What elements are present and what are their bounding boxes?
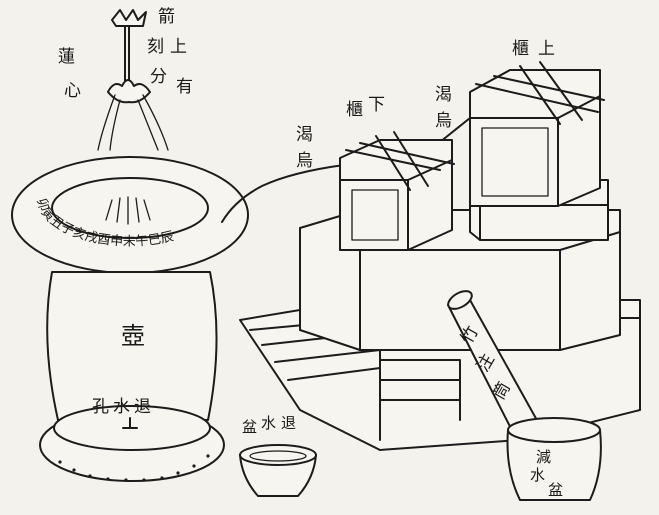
svg-text:退: 退: [134, 397, 151, 417]
svg-text:渴: 渴: [296, 125, 313, 145]
svg-text:上: 上: [538, 39, 555, 59]
svg-text:水: 水: [113, 397, 130, 417]
reduce-water-pot: [506, 417, 602, 501]
pot-label: 壺: [121, 322, 145, 350]
lower-cabinet: [339, 131, 455, 251]
svg-text:分: 分: [150, 67, 167, 87]
svg-text:水: 水: [261, 414, 276, 432]
svg-text:刻: 刻: [147, 37, 164, 57]
reduce-pot-label: 減 水 盆: [530, 448, 563, 499]
lower-siphon-label: 渴 烏: [296, 125, 313, 171]
svg-text:心: 心: [64, 81, 81, 101]
outflow-basin-label: 盆 水 退: [242, 414, 296, 436]
outflow-basin: [239, 444, 317, 497]
outflow-hole-label: 孔 水 退: [92, 397, 151, 417]
svg-text:盆: 盆: [548, 481, 563, 499]
upper-cabinet: [469, 61, 605, 207]
svg-text:孔: 孔: [92, 397, 109, 417]
clepsydra-pot-assembly: 卯寅丑子亥戌酉申未午巳辰: [11, 9, 249, 482]
svg-text:下: 下: [368, 95, 385, 115]
lower-cabinet-label: 櫃 下: [346, 95, 385, 120]
svg-text:上: 上: [170, 37, 187, 57]
lotus-heart-label: 蓮 心: [58, 47, 81, 101]
lotus-heart-icon: [107, 79, 151, 104]
base-dots: [58, 454, 210, 482]
upper-cabinet-label: 櫃 上: [512, 39, 555, 59]
dial-rays: [105, 196, 151, 225]
svg-text:退: 退: [281, 414, 296, 432]
svg-text:水: 水: [530, 466, 545, 484]
upper-siphon-label: 渴 烏: [435, 85, 452, 131]
lotus-top-icon: [111, 9, 147, 27]
svg-text:渴: 渴: [435, 85, 452, 105]
pot-body: [46, 271, 218, 421]
svg-text:櫃: 櫃: [346, 100, 363, 120]
svg-text:箭: 箭: [158, 7, 175, 27]
bamboo-tube: [447, 290, 549, 451]
svg-text:櫃: 櫃: [512, 39, 529, 59]
arrow-engraving-label: 箭 刻 上 分 有: [147, 7, 193, 97]
svg-text:烏: 烏: [435, 111, 452, 131]
svg-text:烏: 烏: [296, 151, 313, 171]
svg-text:蓮: 蓮: [58, 47, 75, 67]
svg-text:盆: 盆: [242, 418, 257, 436]
svg-text:減: 減: [536, 448, 551, 466]
svg-text:有: 有: [176, 77, 193, 97]
